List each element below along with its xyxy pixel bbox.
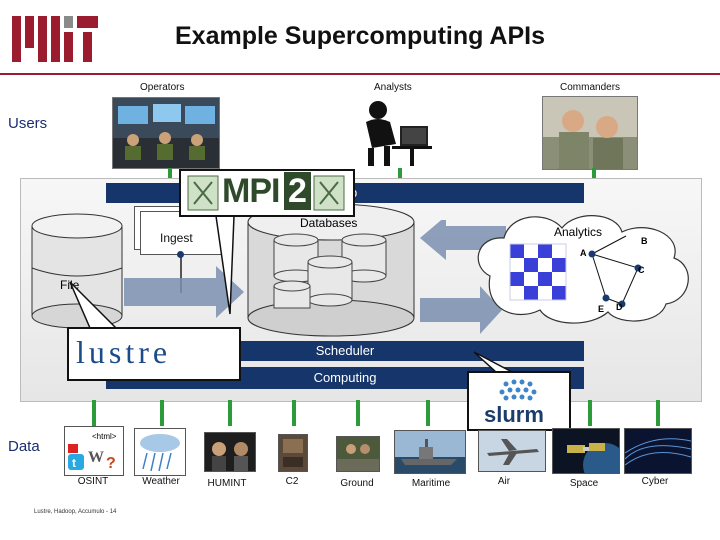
c2-image [278,434,308,472]
databases-cylinder [247,203,415,337]
source-label-osint: OSINT [77,476,109,487]
ground-image [336,436,380,472]
analyst-silhouette [366,101,432,166]
data-label: Data [8,438,40,455]
graph-node-b: B [641,236,648,246]
file-storage-cylinder [31,213,123,329]
mpi-logo-text: MPI [222,172,280,210]
cyber-image [624,428,692,474]
space-image [552,428,620,474]
analytics-cloud [477,215,689,324]
operators-photo [112,97,220,169]
analytics-label: Analytics [554,225,603,239]
footer-note: Lustre, Hadoop, Accumulo - 14 [34,509,117,515]
title-rule [0,73,720,75]
arrow-db-to-analytics [420,286,502,334]
graph-node-e: E [598,304,605,314]
osint-html-tag: <html> [92,432,117,441]
feed-line-ground [356,400,360,426]
page-title: Example Supercomputing APIs [175,22,545,50]
commanders-photo [542,96,638,170]
feed-line-weather [160,400,164,426]
mit-logo [12,16,98,62]
ingest-connector-dot [177,251,184,258]
slurm-logo-text: slurm [484,402,544,427]
mpi-version: 2 [284,172,311,210]
source-label-space: Space [569,478,599,489]
osint-icons [64,426,124,476]
role-operators: Operators [140,82,185,93]
flow-arrows [124,220,506,334]
feed-line-space [588,400,592,426]
source-label-humint: HUMINT [207,478,247,489]
svg-text:W: W [88,449,104,466]
lustre-logo-text: lustre [76,334,172,370]
source-label-ground: Ground [340,478,374,489]
source-label-weather: Weather [142,476,180,487]
feed-line-humint [228,400,232,426]
humint-image [204,432,256,472]
graph-node-c: C [638,265,645,275]
source-label-c2: C2 [285,476,299,487]
source-label-air: Air [497,476,511,487]
weather-image [134,428,186,476]
ingest-label: Ingest [160,231,193,245]
feed-line-maritime [426,400,430,426]
air-image [478,430,546,472]
source-label-maritime: Maritime [411,478,451,489]
slurm-callout [467,351,571,431]
operators-feed-line [168,168,172,180]
osint-logos: t W ? [68,444,116,472]
analysts-feed-line [398,168,402,180]
lustre-callout [67,281,241,381]
graph-node-d: D [616,302,623,312]
role-analysts: Analysts [374,82,412,93]
commanders-feed-line [592,168,596,180]
mpi-callout [179,169,355,315]
users-label: Users [8,115,48,132]
ingest-connector [180,253,182,293]
feed-line-cyber [656,400,660,426]
svg-text:?: ? [106,455,116,472]
feed-line-c2 [292,400,296,426]
arrow-files-to-db [124,266,244,318]
feed-line-osint [92,400,96,426]
svg-text:t: t [72,456,76,470]
graph-node-a: A [580,248,587,258]
maritime-image [394,430,466,474]
databases-label: Databases [300,216,358,230]
role-commanders: Commanders [560,82,621,93]
source-label-cyber: Cyber [641,476,669,487]
